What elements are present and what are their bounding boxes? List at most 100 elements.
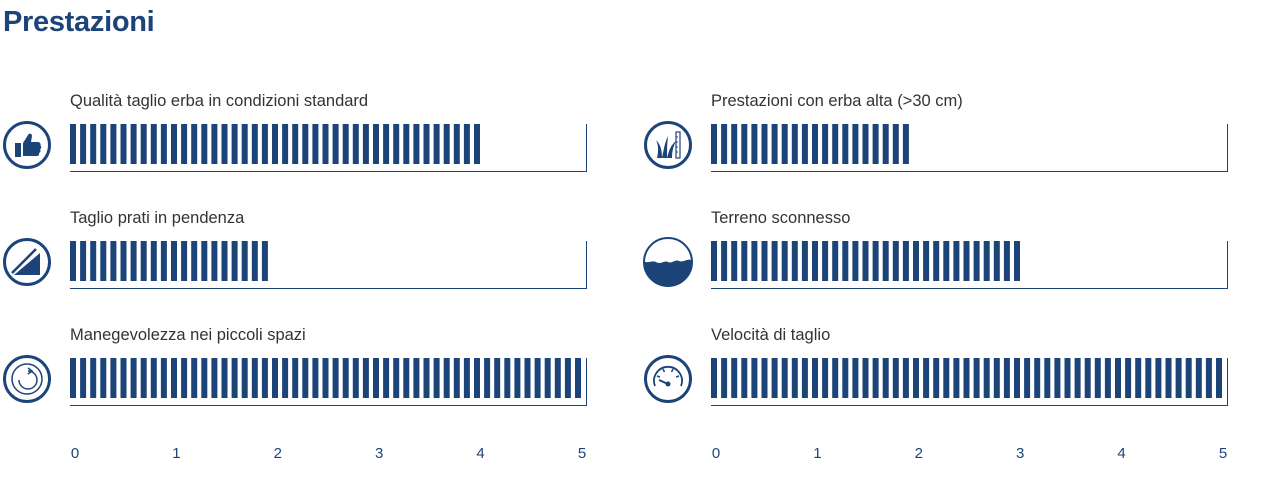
rating-stripe bbox=[1003, 358, 1010, 398]
rating-stripe bbox=[822, 358, 829, 398]
rating-stripe bbox=[933, 358, 940, 398]
rating-row: Prestazioni con erba alta (>30 cm) bbox=[641, 92, 1261, 192]
performance-column-left: Qualità taglio erba in condizioni standa… bbox=[0, 0, 620, 480]
rating-stripe bbox=[191, 358, 198, 398]
rating-stripe bbox=[383, 124, 390, 164]
rating-stripe bbox=[100, 358, 107, 398]
rating-stripe bbox=[721, 358, 728, 398]
rating-stripe bbox=[484, 358, 491, 398]
rating-stripe bbox=[1014, 241, 1020, 281]
rating-stripe bbox=[494, 358, 501, 398]
rating-stripe bbox=[832, 241, 839, 281]
rating-stripe bbox=[1104, 358, 1111, 398]
rating-stripe bbox=[241, 124, 248, 164]
rating-stripe bbox=[80, 241, 87, 281]
rating-stripe bbox=[872, 358, 879, 398]
rating-stripe bbox=[272, 124, 278, 164]
rating-stripe bbox=[791, 124, 798, 164]
rating-stripe bbox=[801, 241, 808, 281]
rating-stripe bbox=[514, 358, 521, 398]
rating-stripe bbox=[872, 124, 879, 164]
rating-stripe bbox=[892, 358, 899, 398]
rating-stripe bbox=[822, 124, 829, 164]
performance-column-right: Prestazioni con erba alta (>30 cm) Terre… bbox=[641, 0, 1261, 480]
rating-stripe bbox=[362, 124, 369, 164]
rating-stripe bbox=[1003, 241, 1010, 281]
rating-label: Prestazioni con erba alta (>30 cm) bbox=[711, 92, 963, 110]
rating-stripe bbox=[261, 241, 268, 281]
rating-stripe bbox=[731, 358, 738, 398]
rating-stripe bbox=[292, 358, 299, 398]
scale-tick: 4 bbox=[1117, 445, 1126, 462]
rating-row: Qualità taglio erba in condizioni standa… bbox=[0, 92, 620, 192]
rating-stripe bbox=[251, 358, 258, 398]
rating-stripe bbox=[812, 124, 818, 164]
rating-stripe bbox=[781, 124, 788, 164]
rating-stripe bbox=[130, 241, 137, 281]
rating-stripe bbox=[171, 241, 177, 281]
rating-stripe bbox=[272, 358, 278, 398]
scale-tick: 5 bbox=[1218, 445, 1228, 462]
rating-stripe bbox=[140, 358, 147, 398]
rating-fill bbox=[711, 241, 1020, 281]
rating-stripe bbox=[822, 241, 829, 281]
rating-stripe bbox=[892, 241, 899, 281]
rating-label: Terreno sconnesso bbox=[711, 209, 851, 227]
scale-tick: 2 bbox=[914, 445, 923, 462]
rating-stripe bbox=[130, 124, 137, 164]
rating-stripe bbox=[453, 358, 460, 398]
rating-stripe bbox=[383, 358, 390, 398]
rating-stripe bbox=[1074, 358, 1081, 398]
rating-fill bbox=[70, 241, 268, 281]
rating-stripe bbox=[781, 241, 788, 281]
rating-stripe bbox=[741, 241, 748, 281]
rating-stripe bbox=[1014, 358, 1020, 398]
rating-stripe bbox=[862, 358, 869, 398]
rating-stripe bbox=[1155, 358, 1162, 398]
rating-stripe bbox=[433, 124, 440, 164]
rating-stripe bbox=[923, 241, 930, 281]
page-title: Prestazioni bbox=[3, 6, 155, 38]
rating-stripe bbox=[741, 124, 748, 164]
rating-stripe bbox=[160, 124, 167, 164]
rating-stripe bbox=[731, 124, 738, 164]
rating-stripe bbox=[120, 358, 127, 398]
rating-stripe bbox=[983, 241, 990, 281]
rating-stripe bbox=[852, 241, 859, 281]
rating-fill bbox=[711, 358, 1222, 398]
rating-stripe bbox=[751, 241, 758, 281]
rating-stripe bbox=[120, 124, 127, 164]
rating-bar bbox=[70, 241, 587, 289]
rating-stripe bbox=[393, 124, 400, 164]
rating-stripe bbox=[120, 241, 127, 281]
rating-stripe bbox=[711, 241, 717, 281]
rating-stripe bbox=[1216, 358, 1222, 398]
rating-stripe bbox=[221, 358, 228, 398]
rating-stripe bbox=[1135, 358, 1142, 398]
rating-stripe bbox=[433, 358, 440, 398]
rating-stripe bbox=[70, 241, 76, 281]
rating-stripe bbox=[943, 241, 950, 281]
rating-stripe bbox=[181, 241, 188, 281]
rating-stripe bbox=[90, 241, 97, 281]
rating-stripe bbox=[80, 358, 87, 398]
rating-stripe bbox=[731, 241, 738, 281]
rating-fill bbox=[711, 124, 909, 164]
rating-stripe bbox=[933, 241, 940, 281]
rating-stripe bbox=[110, 124, 117, 164]
rating-stripe bbox=[373, 124, 379, 164]
rating-stripe bbox=[251, 241, 258, 281]
rating-stripe bbox=[231, 124, 238, 164]
rating-stripe bbox=[160, 358, 167, 398]
rating-stripe bbox=[70, 124, 76, 164]
rating-stripe bbox=[781, 358, 788, 398]
rating-stripe bbox=[1175, 358, 1182, 398]
rating-stripe bbox=[1034, 358, 1041, 398]
rating-stripe bbox=[403, 358, 410, 398]
rating-stripe bbox=[953, 358, 960, 398]
rating-label: Velocità di taglio bbox=[711, 326, 831, 344]
rating-bar bbox=[70, 358, 587, 406]
rating-stripe bbox=[842, 241, 849, 281]
rating-stripe bbox=[761, 358, 768, 398]
rating-row: Velocità di taglio bbox=[641, 326, 1261, 426]
